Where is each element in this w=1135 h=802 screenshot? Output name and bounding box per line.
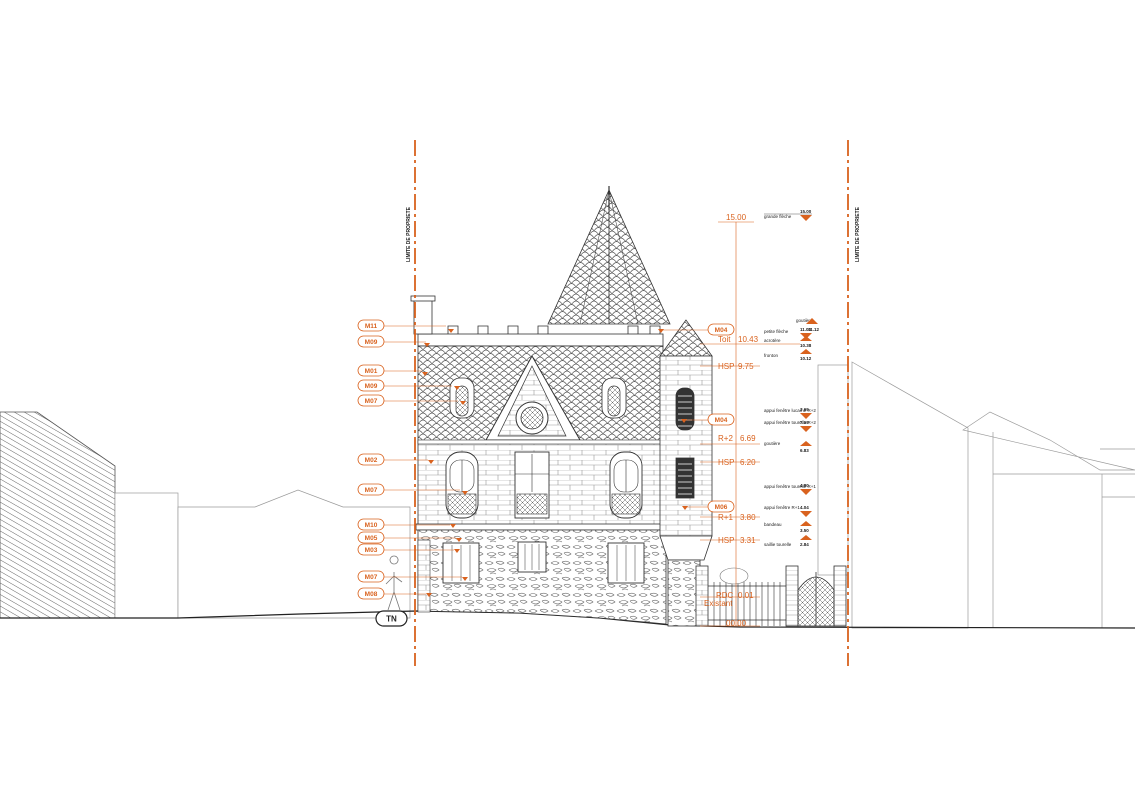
svg-text:M07: M07 bbox=[365, 574, 378, 581]
chateau-facade bbox=[410, 186, 713, 627]
marker-m01: M01 bbox=[357, 364, 428, 377]
svg-text:M10: M10 bbox=[365, 522, 378, 529]
marker-m07-ground: M07 bbox=[357, 570, 468, 583]
window-rdc-left bbox=[442, 542, 480, 584]
property-limit-right-label: LIMITE DE PROPRIETE bbox=[855, 206, 861, 262]
level-top-value: 15.00 bbox=[726, 213, 747, 222]
gate-and-fence bbox=[695, 565, 847, 627]
marker-m03: M03 bbox=[357, 543, 460, 556]
svg-text:M09: M09 bbox=[365, 383, 378, 390]
level-rdc-label: RDC bbox=[716, 591, 734, 600]
svg-text:M11: M11 bbox=[365, 323, 378, 330]
elevation-label-9: appui fenêtre tourelle R+1 bbox=[764, 484, 816, 489]
window-rdc-center bbox=[517, 541, 547, 573]
elevation-value-10: 4.04 bbox=[800, 505, 809, 510]
svg-text:M02: M02 bbox=[365, 457, 378, 464]
marker-m04-tower: M04 bbox=[681, 413, 735, 426]
marker-m11: M11 bbox=[357, 319, 454, 333]
level-hsp3-value: 3.31 bbox=[740, 536, 756, 545]
svg-text:M06: M06 bbox=[715, 504, 728, 511]
left-neighbour-building bbox=[0, 411, 411, 619]
marker-m07-roof: M07 bbox=[357, 394, 466, 407]
level-r1-label: R+1 bbox=[718, 513, 733, 522]
svg-text:M05: M05 bbox=[365, 535, 378, 542]
marker-m07-window: M07 bbox=[357, 483, 468, 496]
elevation-value-4: 10.38 bbox=[800, 343, 812, 348]
marker-m09-top: M09 bbox=[357, 335, 430, 348]
elevation-value-8: 6.83 bbox=[800, 448, 809, 453]
svg-text:M04: M04 bbox=[715, 417, 728, 424]
human-figure bbox=[385, 555, 403, 611]
marker-m10: M10 bbox=[357, 518, 456, 531]
level-hsp1-value: 9.75 bbox=[738, 362, 754, 371]
svg-text:M07: M07 bbox=[365, 398, 378, 405]
elevation-label-8: goutière bbox=[764, 441, 781, 446]
level-r2-label: R+2 bbox=[718, 434, 733, 443]
level-dimension-lines bbox=[700, 221, 800, 627]
elevation-value-12: 2.84 bbox=[800, 542, 809, 547]
level-hsp1-label: HSP bbox=[718, 362, 734, 371]
level-r1-value: 3.80 bbox=[740, 513, 756, 522]
elevation-label-1: grande flèche bbox=[764, 214, 792, 219]
level-existant-label: Existant bbox=[704, 599, 733, 608]
level-hsp3-label: HSP bbox=[718, 536, 734, 545]
marker-m06: M06 bbox=[682, 500, 735, 513]
terrain-marker: TN bbox=[375, 610, 408, 627]
material-markers: M11 M09 M01 M09 M07 bbox=[357, 319, 735, 600]
window-r1-center bbox=[514, 451, 550, 519]
level-hsp2-value: 6.20 bbox=[740, 458, 756, 467]
window-r1-left bbox=[445, 451, 479, 519]
level-labels: 15.00 Toit 10.43 HSP 9.75 R+2 6.69 HSP 6… bbox=[704, 213, 759, 628]
elevation-value-7: 7.19 bbox=[800, 420, 809, 425]
elevation-label-3: petite flèche bbox=[764, 329, 789, 334]
marker-m05: M05 bbox=[357, 531, 462, 544]
elevation-value-11: 3.50 bbox=[800, 528, 809, 533]
elevation-value-2: 11.12 bbox=[808, 327, 820, 332]
roof-window-left bbox=[449, 377, 475, 419]
terrain-label: TN bbox=[386, 615, 397, 624]
level-base-value: 00.00 bbox=[726, 619, 747, 628]
level-toit-value: 10.43 bbox=[738, 335, 759, 344]
svg-text:M07: M07 bbox=[365, 487, 378, 494]
marker-m04-top: M04 bbox=[658, 323, 735, 336]
level-rdc-value: 0.01 bbox=[738, 591, 754, 600]
elevation-value-6: 7.69 bbox=[800, 407, 809, 412]
marker-m08: M08 bbox=[357, 587, 432, 600]
elevation-label-5: fronton bbox=[764, 353, 779, 358]
elevation-label-2: goutière bbox=[796, 318, 813, 323]
elevation-value-1: 15.00 bbox=[800, 209, 812, 214]
marker-m02: M02 bbox=[357, 453, 434, 466]
svg-text:M01: M01 bbox=[365, 368, 378, 375]
elevation-label-7: appui fenêtre tourelle R+2 bbox=[764, 420, 816, 425]
window-rdc-right bbox=[607, 542, 645, 584]
svg-text:M03: M03 bbox=[365, 547, 378, 554]
level-r2-value: 6.69 bbox=[740, 434, 756, 443]
level-toit-label: Toit bbox=[718, 335, 731, 344]
svg-text:M09: M09 bbox=[365, 339, 378, 346]
window-r1-right bbox=[609, 451, 643, 519]
elevation-annotations: grande flèche 15.00 goutière 11.12 petit… bbox=[764, 209, 820, 547]
elevation-label-10: appui fenêtre R+1 bbox=[764, 505, 800, 510]
elevation-label-11: bandeau bbox=[764, 522, 782, 527]
marker-m09: M09 bbox=[357, 379, 460, 392]
svg-text:M04: M04 bbox=[715, 327, 728, 334]
svg-text:M08: M08 bbox=[365, 591, 378, 598]
elevation-label-6: appui fenêtre lucarne R+2 bbox=[764, 408, 816, 413]
elevation-value-9: 4.80 bbox=[800, 483, 809, 488]
right-neighbour-buildings bbox=[817, 361, 1135, 629]
level-hsp2-label: HSP bbox=[718, 458, 734, 467]
elevation-label-4: acrotère bbox=[764, 338, 781, 343]
elevation-value-5: 10.12 bbox=[800, 356, 812, 361]
elevation-value-3: 11.00 bbox=[800, 327, 812, 332]
property-limit-left-label: LIMITE DE PROPRIETE bbox=[406, 206, 412, 262]
elevation-label-12: saillie tourelle bbox=[764, 542, 792, 547]
roof-window-right bbox=[601, 377, 627, 419]
